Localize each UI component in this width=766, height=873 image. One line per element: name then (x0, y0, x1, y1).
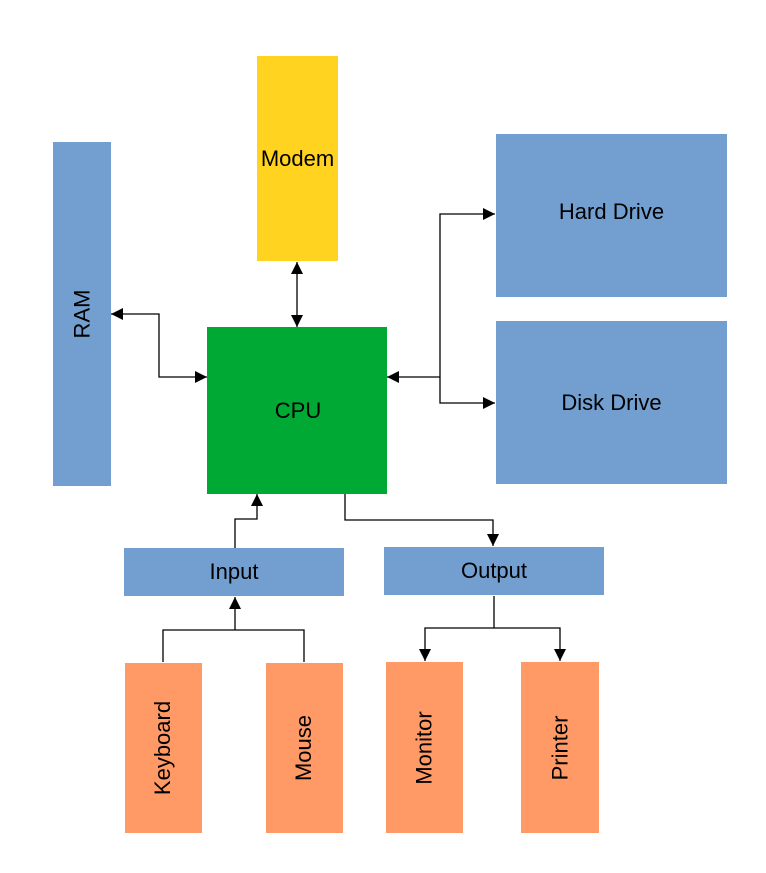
printer-box: Printer (521, 662, 599, 833)
disk-drive-label: Disk Drive (561, 389, 662, 415)
monitor-box: Monitor (386, 662, 463, 833)
hard-drive-box: Hard Drive (496, 134, 727, 297)
keyboard-label: Keyboard (150, 700, 176, 796)
connector-output-printer (494, 627, 566, 661)
disk-drive-box: Disk Drive (496, 321, 727, 484)
input-label: Input (209, 559, 259, 584)
connector-keyboard-mouse-input (162, 629, 305, 662)
output-box: Output (384, 547, 604, 595)
monitor-label: Monitor (411, 710, 437, 785)
cpu-label: CPU (274, 397, 322, 423)
connector-cpu-output (344, 494, 499, 546)
ram-box: RAM (53, 142, 111, 486)
hard-drive-label: Hard Drive (558, 198, 665, 224)
output-label: Output (460, 558, 528, 583)
ram-label: RAM (68, 289, 94, 339)
connector-input-cpu (234, 494, 263, 548)
printer-label: Printer (546, 715, 572, 780)
modem-box: Modem (257, 56, 338, 261)
modem-label: Modem (260, 145, 335, 171)
connector-output-monitor (419, 627, 494, 661)
mouse-box: Mouse (266, 663, 343, 833)
connector-hard-drive (439, 208, 495, 377)
connector-ram-cpu (111, 308, 207, 383)
mouse-label: Mouse (291, 714, 317, 782)
keyboard-box: Keyboard (125, 663, 202, 833)
input-box: Input (124, 548, 344, 596)
connector-disk-drive (439, 377, 495, 409)
cpu-box: CPU (207, 327, 387, 494)
